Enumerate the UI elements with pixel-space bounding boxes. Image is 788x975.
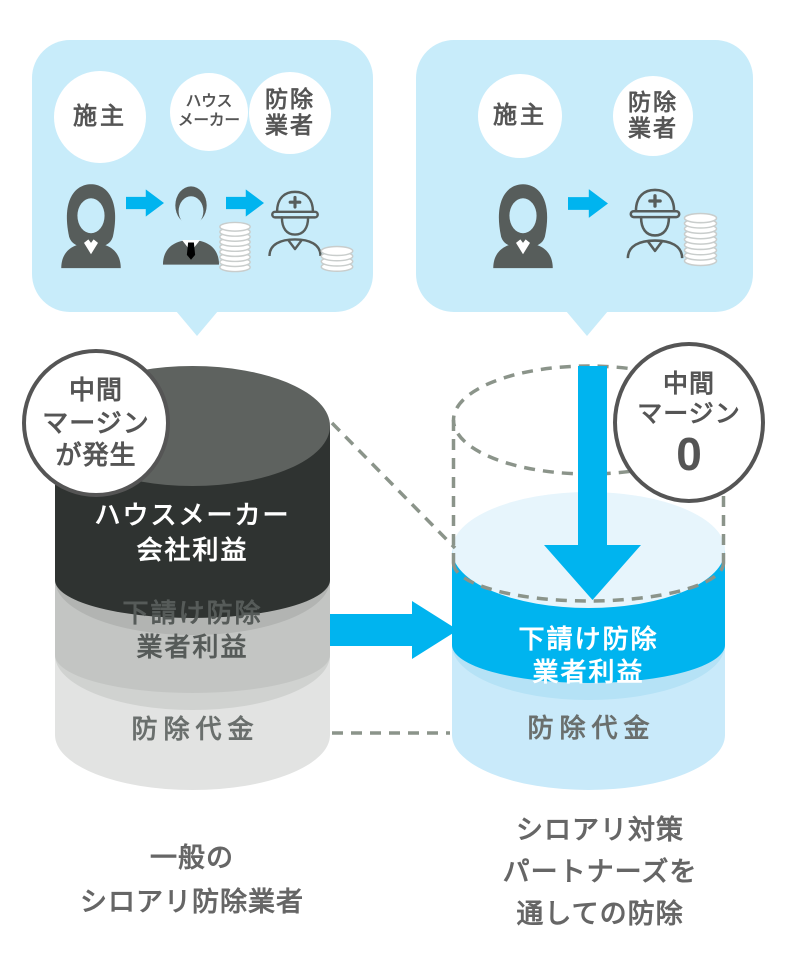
right-caption: シロアリ対策 パートナーズを 通しての防除 <box>502 815 698 929</box>
arrow-right-icon <box>568 189 608 218</box>
zero-margin-line2: マージン <box>637 399 741 428</box>
right-speech-bubble: 施主 防除 業者 <box>416 40 753 336</box>
right-cylinder <box>452 492 725 790</box>
arrow-right-icon <box>226 189 264 217</box>
arrow-down-payment <box>544 366 641 600</box>
phantom-bottom-arc <box>451 562 726 603</box>
coin-stack-small-icon <box>317 245 357 272</box>
actor-label-owner: 施主 <box>478 74 562 158</box>
coin-stack-tall-icon <box>679 212 722 267</box>
zero-margin-callout: 中間 マージン 0 <box>613 342 765 503</box>
zero-margin-zero: 0 <box>676 427 702 480</box>
woman-icon <box>488 177 558 272</box>
left-layer-fee-label: 防除代金 <box>131 714 260 744</box>
zero-margin-line1: 中間 <box>662 369 715 398</box>
left-cylinder <box>55 366 330 790</box>
left-layer-subcontractor-profit-label: 下請け防除 業者利益 <box>122 598 263 663</box>
woman-icon <box>56 177 126 272</box>
coin-stack-tall-icon <box>214 221 256 273</box>
dashed-connector-top <box>330 421 457 550</box>
actor-label-owner: 施主 <box>54 71 146 163</box>
left-caption: 一般の シロアリ防除業者 <box>80 843 304 917</box>
right-layer-fee-label: 防除代金 <box>527 713 656 743</box>
right-layer-subcontractor-profit-label: 下請け防除 業者利益 <box>518 624 659 687</box>
middleman-margin-callout: 中間 マージン が発生 <box>22 349 170 497</box>
arrow-right-transfer <box>330 601 458 659</box>
actor-label-exterminator: 防除 業者 <box>613 76 693 156</box>
actor-label-housemaker: ハウス メーカー <box>170 73 248 151</box>
left-layer-housemaker-profit-label: ハウスメーカー 会社利益 <box>94 500 291 566</box>
left-speech-bubble: 施主 ハウス メーカー 防除 業者 <box>32 40 373 336</box>
actor-label-exterminator: 防除 業者 <box>249 72 331 154</box>
